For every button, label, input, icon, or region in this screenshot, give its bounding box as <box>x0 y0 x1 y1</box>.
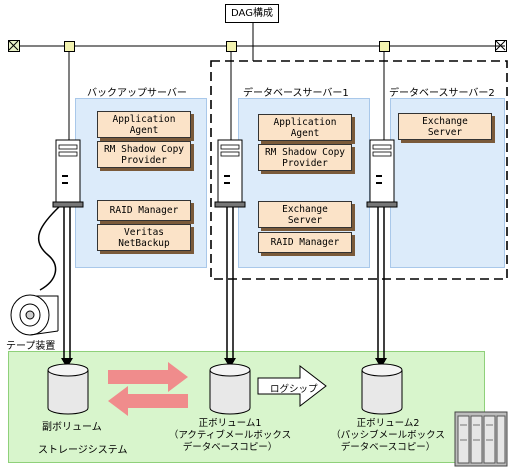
primary-volume2-icon <box>361 363 403 415</box>
dag-label: DAG構成 <box>225 4 279 23</box>
copy-arrow-right-icon <box>108 362 188 392</box>
db-server1-icon <box>214 139 246 208</box>
storage-cabinet-icon <box>454 411 508 467</box>
db2-exchange-server: Exchange Server <box>398 113 492 140</box>
tape-device-label: テープ装置 <box>6 341 56 352</box>
bus-terminator-right-icon <box>495 40 507 52</box>
secondary-volume-label: 副ボリューム <box>42 422 102 433</box>
db1-rm-shadow-copy-provider: RM Shadow Copy Provider <box>258 144 352 171</box>
tape-device-icon <box>10 294 59 336</box>
db-server2-icon <box>366 139 398 208</box>
db1-exchange-server: Exchange Server <box>258 201 352 228</box>
storage-system-label: ストレージシステム <box>38 445 128 456</box>
backup-server-icon <box>52 139 84 208</box>
bus-node-3-icon <box>379 41 390 52</box>
primary-volume1-icon <box>209 363 251 415</box>
log-ship-arrow-icon <box>257 364 327 408</box>
db1-application-agent: Application Agent <box>258 114 352 141</box>
log-ship-label: ログシップ <box>270 384 318 395</box>
db-server2-title: データベースサーバー2 <box>389 88 495 99</box>
backup-veritas-netbackup: Veritas NetBackup <box>97 224 191 251</box>
db-server1-title: データベースサーバー1 <box>243 88 349 99</box>
db1-raid-manager: RAID Manager <box>258 232 352 253</box>
bus-node-2-icon <box>226 41 237 52</box>
primary-volume2-label: 正ボリューム2 （パッシブメールボックス データベースコピー） <box>331 418 445 453</box>
backup-raid-manager: RAID Manager <box>97 200 191 221</box>
secondary-volume-icon <box>47 363 89 415</box>
backup-application-agent: Application Agent <box>97 111 191 138</box>
backup-server-title: バックアップサーバー <box>87 88 187 99</box>
primary-volume1-label: 正ボリューム1 （アクティブメールボックス データベースコピー） <box>168 418 292 453</box>
bus-node-1-icon <box>64 41 75 52</box>
backup-rm-shadow-copy-provider: RM Shadow Copy Provider <box>97 141 191 168</box>
copy-arrow-left-icon <box>108 386 188 416</box>
